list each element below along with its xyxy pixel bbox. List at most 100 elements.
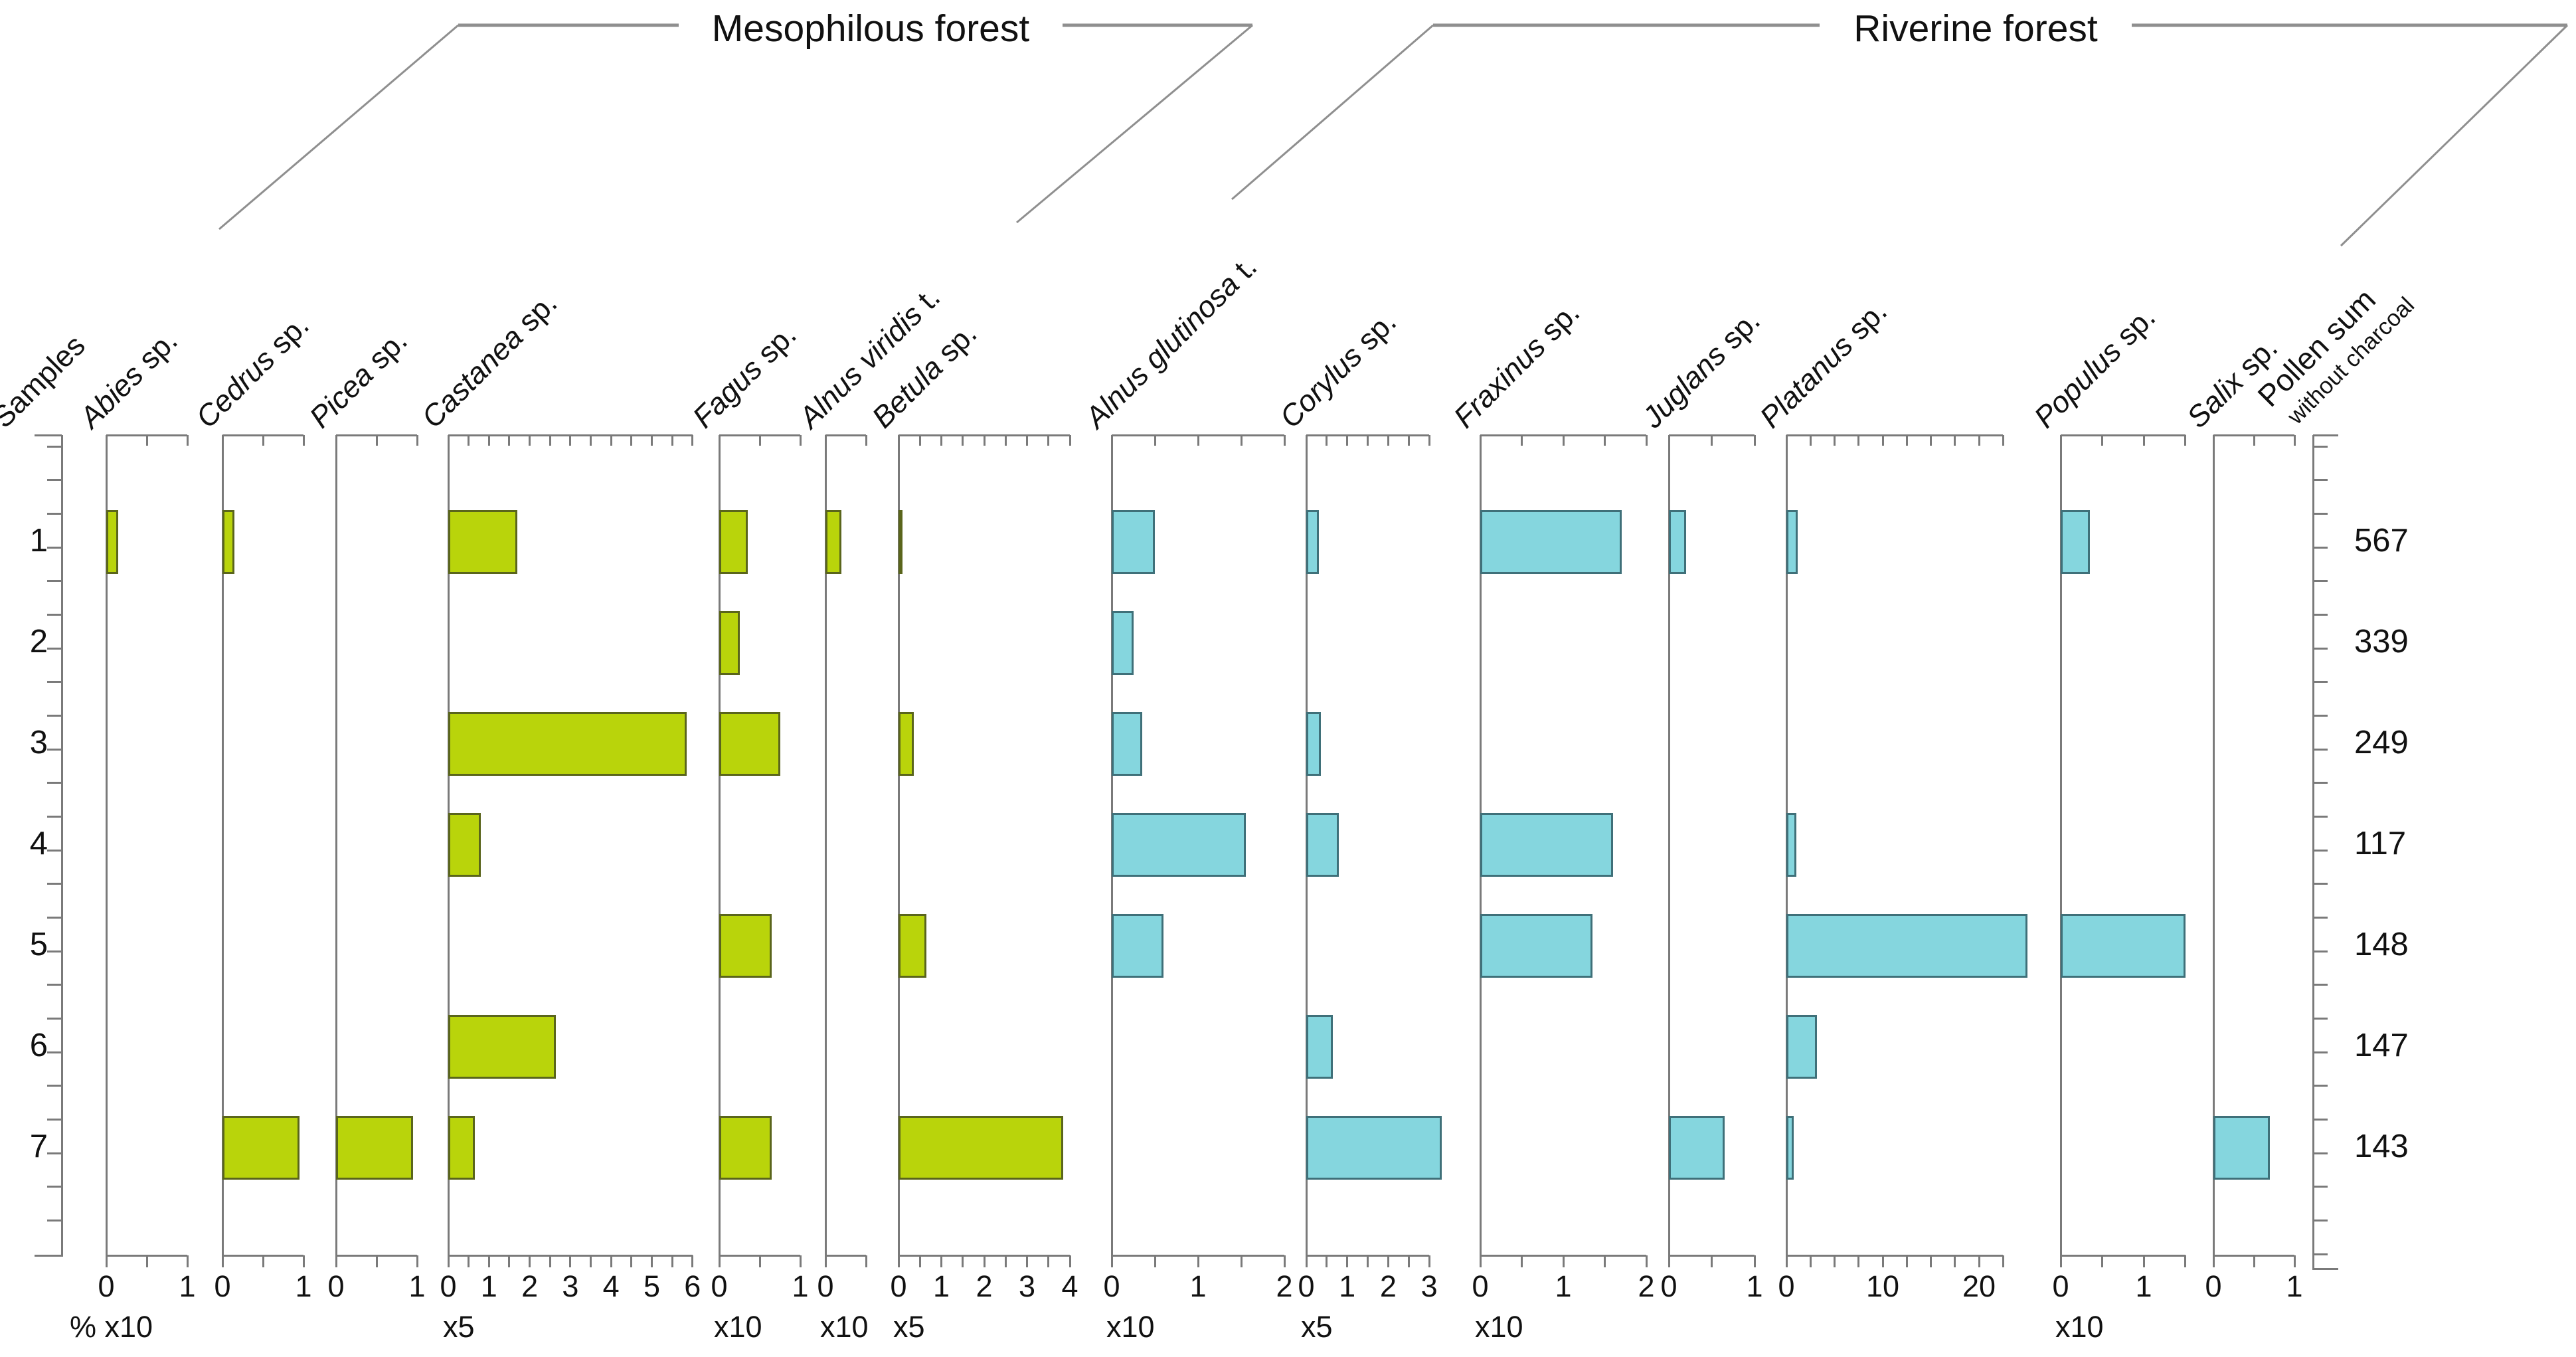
bar-fagus-sample-5 [719, 914, 772, 978]
pollen-axis-tick [2313, 580, 2328, 583]
pollen-axis-top-foot [2313, 434, 2338, 436]
sample-label-4: 4 [29, 826, 48, 861]
betula-top-tick [918, 435, 921, 446]
fraxinus-bottom-tick [1562, 1255, 1565, 1267]
bar-fraxinus-sample-1 [1480, 510, 1622, 574]
pollen-axis-tick [2313, 714, 2328, 717]
group-title-mesophilous: Mesophilous forest [711, 7, 1030, 50]
bar-fagus-sample-3 [719, 712, 780, 776]
abies-scale-label: % x10 [70, 1310, 153, 1344]
samples-axis-tick [47, 647, 62, 650]
samples-axis-bottom-foot [35, 1254, 62, 1257]
picea-top-tick [416, 435, 418, 446]
mesophilous-right-diagonal [1016, 24, 1253, 224]
populus-bottom-tick [2059, 1255, 2062, 1267]
abies-bottom-tick [186, 1255, 189, 1267]
platanus-bottom-tick [1954, 1255, 1956, 1267]
juglans-tick-label: 1 [1746, 1269, 1763, 1303]
pollen-axis-line [2312, 435, 2314, 1270]
corylus-top-tick [1428, 435, 1430, 446]
betula-bottom-tick [1026, 1255, 1028, 1267]
populus-bottom-tick [2101, 1255, 2103, 1267]
platanus-bottom-ruler [1786, 1254, 2004, 1257]
bar-betula-sample-3 [899, 712, 914, 776]
castanea-top-tick [468, 435, 470, 446]
bar-platanus-sample-7 [1786, 1116, 1794, 1180]
abies-top-tick [105, 435, 108, 446]
betula-bottom-tick [918, 1255, 921, 1267]
alnus-glutinosa-bottom-tick [1154, 1255, 1156, 1267]
castanea-bottom-tick [447, 1255, 450, 1267]
samples-axis-tick [47, 681, 62, 683]
corylus-bottom-tick [1428, 1255, 1430, 1267]
abies-bottom-tick [145, 1255, 148, 1267]
betula-tick-label: 1 [932, 1269, 950, 1303]
corylus-top-tick [1305, 435, 1308, 446]
fraxinus-top-tick [1479, 435, 1482, 446]
bar-corylus-sample-1 [1306, 510, 1319, 574]
alnus-viridis-zero-line [824, 435, 827, 1255]
bar-castanea-sample-4 [448, 813, 481, 877]
bar-betula-sample-7 [899, 1116, 1064, 1180]
bar-fagus-sample-2 [719, 611, 740, 675]
alnus-glutinosa-top-tick [1154, 435, 1156, 446]
cedrus-bottom-tick [302, 1255, 305, 1267]
betula-bottom-tick [983, 1255, 986, 1267]
platanus-top-tick [1809, 435, 1812, 446]
platanus-tick-label: 0 [1778, 1269, 1795, 1303]
alnus-glutinosa-tick-label: 2 [1276, 1269, 1293, 1303]
pollen-sum-value-sample-4: 117 [2354, 826, 2407, 861]
juglans-tick-label: 0 [1660, 1269, 1677, 1303]
salix-bottom-tick [2253, 1255, 2255, 1267]
pollen-axis-tick [2313, 782, 2328, 784]
cedrus-top-tick [302, 435, 305, 446]
bar-abies-sample-1 [106, 510, 119, 574]
betula-top-tick [1047, 435, 1050, 446]
pollen-axis-tick [2313, 1017, 2328, 1020]
alnus-viridis-tick-label: 0 [817, 1269, 834, 1303]
corylus-bottom-tick [1326, 1255, 1328, 1267]
bar-platanus-sample-4 [1786, 813, 1796, 877]
fagus-bottom-tick [718, 1255, 721, 1267]
castanea-top-tick [651, 435, 653, 446]
bar-salix-sample-7 [2213, 1116, 2271, 1180]
juglans-zero-line [1668, 435, 1670, 1255]
sample-label-1: 1 [29, 523, 48, 559]
alnus-glutinosa-tick-label: 1 [1189, 1269, 1207, 1303]
juglans-bottom-tick [1711, 1255, 1713, 1267]
castanea-top-tick [630, 435, 633, 446]
samples-axis-tick [47, 815, 62, 818]
populus-top-tick [2101, 435, 2103, 446]
bar-castanea-sample-6 [448, 1015, 557, 1079]
bar-cedrus-sample-1 [222, 510, 235, 574]
bar-alnus-glutinosa-sample-3 [1112, 712, 1142, 776]
castanea-bottom-tick [508, 1255, 511, 1267]
castanea-top-tick [610, 435, 612, 446]
pollen-axis-tick [2313, 445, 2328, 448]
pollen-axis-tick [2313, 1051, 2328, 1053]
castanea-bottom-tick [671, 1255, 673, 1267]
samples-axis-tick [47, 512, 62, 515]
betula-bottom-tick [1004, 1255, 1007, 1267]
abies-tick-label: 1 [179, 1269, 196, 1303]
castanea-top-tick [508, 435, 511, 446]
fraxinus-tick-label: 1 [1555, 1269, 1572, 1303]
fraxinus-top-tick [1562, 435, 1565, 446]
bar-fraxinus-sample-5 [1480, 914, 1592, 978]
fraxinus-top-tick [1604, 435, 1606, 446]
bar-castanea-sample-3 [448, 712, 687, 776]
bar-alnus-glutinosa-sample-5 [1112, 914, 1163, 978]
platanus-top-tick [1905, 435, 1908, 446]
platanus-bottom-tick [1978, 1255, 1980, 1267]
castanea-bottom-tick [529, 1255, 531, 1267]
pollen-axis-bottom-foot [2313, 1267, 2338, 1270]
pollen-axis-tick [2313, 916, 2328, 919]
bar-fraxinus-sample-4 [1480, 813, 1613, 877]
betula-bottom-tick [1069, 1255, 1071, 1267]
salix-zero-line [2212, 435, 2215, 1255]
corylus-bottom-tick [1407, 1255, 1410, 1267]
samples-axis-tick [47, 1152, 62, 1154]
bar-corylus-sample-6 [1306, 1015, 1333, 1079]
